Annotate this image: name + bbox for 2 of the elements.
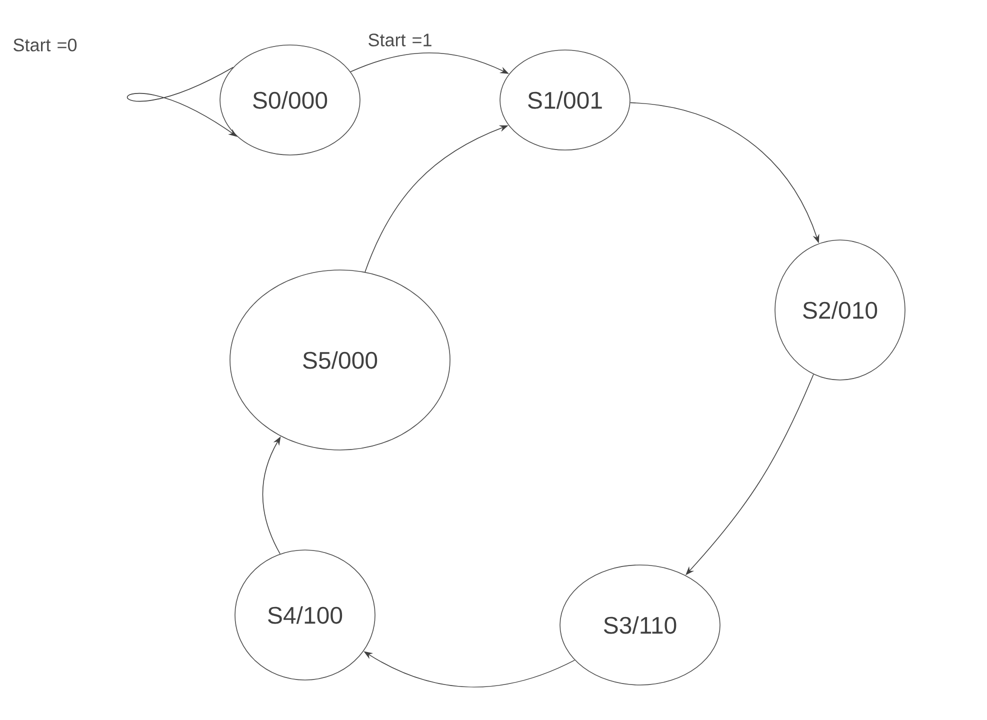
edge-label: Start =1 [363, 32, 437, 48]
edge-label: Start =0 [8, 36, 82, 54]
